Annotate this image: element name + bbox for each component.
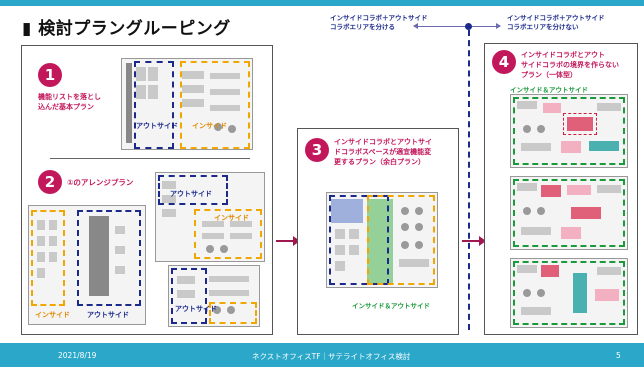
legend-combined-line1: インサイドコラボ＋アウトサイド <box>507 14 605 22</box>
plan-4-desc-line3: プラン（一体型） <box>521 71 577 79</box>
plan-2-outside-label: アウトサイド <box>87 311 129 319</box>
footer-page-number: 5 <box>616 351 621 360</box>
plan-2-inside-label: インサイド <box>35 311 70 319</box>
plan-3-label: インサイド＆アウトサイド <box>352 302 430 310</box>
legend-separate: インサイドコラボ＋アウトサイド コラボエリアを分ける <box>330 14 428 32</box>
plan-3-description: インサイドコラボとアウトサイ ドコラボスペースが適宜機能変 更するプラン（余白プ… <box>334 137 432 167</box>
arrow-to-plan-3 <box>276 236 300 246</box>
plan-4-description: インサイドコラボとアウト サイドコラボの境界を作らない プラン（一体型） <box>521 50 619 80</box>
plan-2-outside-bottom-label: アウトサイド <box>175 305 217 313</box>
legend-dot <box>465 23 472 30</box>
plan-2-description: ①のアレンジプラン <box>67 178 134 187</box>
top-accent-bar <box>0 0 644 6</box>
plan-3-desc-line3: 更するプラン（余白プラン） <box>334 158 425 166</box>
arrow-to-plan-4 <box>462 236 486 246</box>
plan-2-floorplan-upper: アウトサイド インサイド <box>155 172 265 262</box>
plan-3-number: 3 <box>305 138 329 162</box>
plan-4-number: 4 <box>492 50 516 74</box>
plan-1-floorplan: アウトサイド インサイド <box>121 58 253 150</box>
plan-1-description: 機能リストを落とし 込んだ基本プラン <box>38 92 101 112</box>
plan-2-outside-top-label: アウトサイド <box>170 190 212 198</box>
legend-combined-line2: コラボエリアを分けない <box>507 23 579 31</box>
legend-double-arrow <box>413 23 501 29</box>
plan-4-floorplan-a <box>510 94 628 168</box>
plan-4-floorplan-b <box>510 176 628 250</box>
plan-4-label: インサイド＆アウトサイド <box>510 86 588 94</box>
plan-3-desc-line2: ドコラボスペースが適宜機能変 <box>334 148 432 156</box>
plan-3-floorplan <box>326 192 438 288</box>
plan-2-floorplan-left: インサイド アウトサイド <box>28 205 146 325</box>
plan-4-floorplan-c <box>510 258 628 328</box>
legend-combined: インサイドコラボ＋アウトサイド コラボエリアを分けない <box>507 14 605 32</box>
plan-2-inside-mid-label: インサイド <box>214 214 249 222</box>
plan-1-desc-line1: 機能リストを落とし <box>38 93 101 101</box>
plan-1-outside-label: アウトサイド <box>136 122 178 130</box>
footer-date: 2021/8/19 <box>58 351 97 360</box>
plan-4-desc-line2: サイドコラボの境界を作らない <box>521 61 619 69</box>
plan-2-floorplan-lower-right: アウトサイド <box>168 265 260 327</box>
dashed-separator <box>468 30 470 330</box>
plan-1-number: 1 <box>38 63 62 87</box>
legend-separate-line1: インサイドコラボ＋アウトサイド <box>330 14 428 22</box>
footer-title: ネクストオフィスTF｜サテライトオフィス検討 <box>252 352 411 361</box>
plan-2-number: 2 <box>38 170 62 194</box>
footer-bar: 2021/8/19 ネクストオフィスTF｜サテライトオフィス検討 5 <box>0 343 644 367</box>
slide-title: ▮ 検討プラングルーピング <box>22 19 231 39</box>
plan-1-inside-label: インサイド <box>192 122 227 130</box>
plan-3-desc-line1: インサイドコラボとアウトサイ <box>334 138 432 146</box>
plan-1-desc-line2: 込んだ基本プラン <box>38 103 94 111</box>
plan-4-desc-line1: インサイドコラボとアウト <box>521 51 605 59</box>
plan-divider <box>50 158 250 159</box>
legend-separate-line2: コラボエリアを分ける <box>330 23 395 31</box>
